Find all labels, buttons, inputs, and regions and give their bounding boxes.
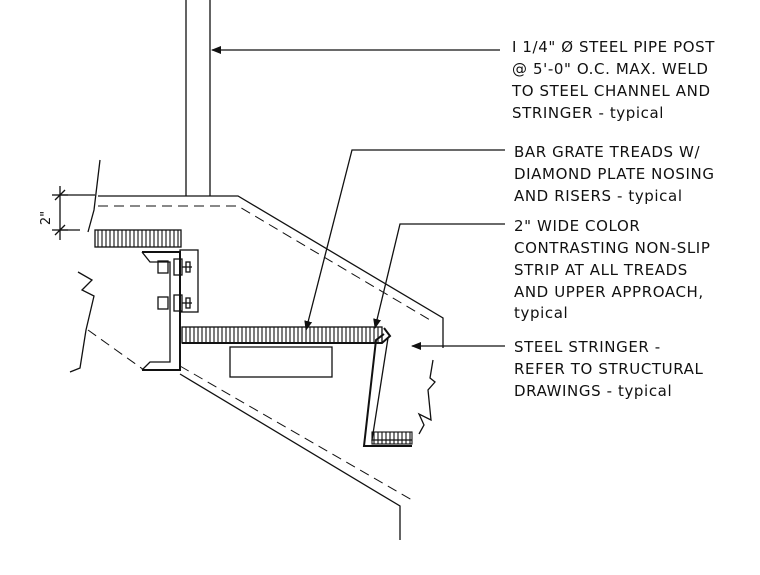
note-line: I 1/4" Ø STEEL PIPE POST [512, 38, 715, 56]
note-line: TO STEEL CHANNEL AND [511, 82, 711, 100]
note-line: STEEL STRINGER - [514, 338, 661, 356]
note-line: REFER TO STRUCTURAL [514, 360, 704, 378]
note-bar-grate-treads: BAR GRATE TREADS W/ DIAMOND PLATE NOSING… [514, 143, 715, 205]
note-line: typical [514, 304, 568, 322]
note-line: AND RISERS - typical [514, 187, 683, 205]
note-line: BAR GRATE TREADS W/ [514, 143, 700, 161]
note-non-slip-strip: 2" WIDE COLOR CONTRASTING NON-SLIP STRIP… [514, 217, 710, 322]
note-line: DIAMOND PLATE NOSING [514, 165, 715, 183]
note-line: STRIP AT ALL TREADS [514, 261, 688, 279]
bolt-lower [157, 294, 192, 312]
steel-stringer [60, 159, 444, 540]
bolt-upper [157, 258, 192, 276]
dimension-2in: 2" [39, 186, 68, 240]
note-steel-stringer: STEEL STRINGER - REFER TO STRUCTURAL DRA… [514, 338, 704, 400]
note-line: DRAWINGS - typical [514, 382, 672, 400]
bar-grate-tread [181, 326, 392, 378]
note-line: @ 5'-0" O.C. MAX. WELD [512, 60, 708, 78]
note-pipe-post: I 1/4" Ø STEEL PIPE POST @ 5'-0" O.C. MA… [511, 38, 715, 122]
note-line: 2" WIDE COLOR [514, 217, 640, 235]
steel-pipe-post [185, 0, 211, 196]
leader-lines [211, 46, 505, 350]
note-line: STRINGER - typical [512, 104, 664, 122]
dimension-label: 2" [39, 211, 54, 225]
upper-tread [94, 229, 182, 248]
note-line: AND UPPER APPROACH, [514, 283, 704, 301]
note-line: CONTRASTING NON-SLIP [514, 239, 710, 257]
diamond-plate-riser [362, 333, 413, 447]
